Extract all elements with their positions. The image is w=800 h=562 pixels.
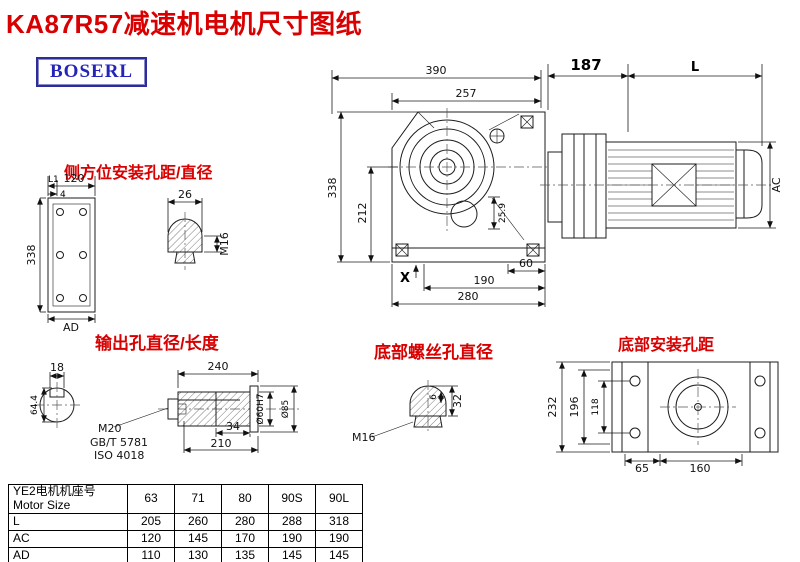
size-header-cell: 90S: [268, 484, 316, 514]
dim-6: 6: [429, 394, 439, 400]
bottom-mount-view: [556, 361, 779, 466]
table-row-AD: AD 110 130 135 145 145: [8, 546, 363, 562]
table-cell: 130: [174, 546, 222, 562]
dim-M16-side: M16: [218, 232, 231, 256]
dim-AC: AC: [770, 177, 783, 192]
table-header-motor-size: YE2电机机座号 Motor Size: [8, 484, 128, 514]
label-side-mount: 侧方位安装孔距/直径: [64, 165, 213, 182]
standard-gb: GB/T 5781: [90, 436, 148, 449]
table-header-row: YE2电机机座号 Motor Size 63 71 80 90S 90L: [8, 484, 363, 514]
dim-bore-60H7: Ø60H7: [255, 393, 266, 424]
mount-plate-outline: [47, 197, 96, 313]
gearbox-outline: [391, 111, 546, 263]
table-cell: 288: [268, 512, 316, 531]
thread-M20: M20: [98, 422, 122, 435]
label-bottom-mount: 底部安装孔距: [618, 337, 715, 354]
dim-60: 60: [519, 257, 533, 270]
dim-280: 280: [458, 290, 479, 303]
table-row-AC: AC 120 145 170 190 190: [8, 529, 363, 548]
bottom-mount-dimension-lines: [556, 361, 743, 466]
dim-196: 196: [568, 397, 581, 418]
row-label: AC: [8, 529, 128, 548]
table-cell: 135: [221, 546, 269, 562]
dim-160: 160: [690, 462, 711, 475]
dim-L: L: [691, 60, 699, 75]
size-header-cell: 80: [221, 484, 269, 514]
bolt-symbols: [395, 115, 540, 257]
dim-25-9: 25.9: [498, 203, 508, 223]
dim-4: 4: [60, 190, 66, 200]
size-header-cell: 63: [127, 484, 175, 514]
row-label: AD: [8, 546, 128, 562]
main-dimension-lines: [331, 64, 776, 307]
dim-257: 257: [456, 87, 477, 100]
dim-26: 26: [178, 188, 192, 201]
thread-M16-bottom: M16: [352, 431, 376, 444]
table-cell: 205: [127, 512, 175, 531]
dim-65: 65: [635, 462, 649, 475]
dim-85: Ø85: [280, 400, 291, 419]
side-mount-dimension-lines: [37, 176, 222, 323]
drawing-canvas: 390 257 187 L 338 212 25.9 60 190 280 AC…: [25, 56, 783, 475]
size-header-cell: 90L: [315, 484, 363, 514]
size-header-cell: 71: [174, 484, 222, 514]
dim-232: 232: [546, 397, 559, 418]
shaft-section: [177, 391, 251, 427]
dim-210: 210: [211, 437, 232, 450]
brand-logo: BOSERL: [36, 57, 148, 87]
dim-118: 118: [591, 398, 601, 415]
dim-34: 34: [226, 420, 240, 433]
dim-338-side: 338: [25, 245, 38, 266]
dim-18: 18: [50, 361, 64, 374]
table-cell: 145: [174, 529, 222, 548]
lower-bore-circle: [450, 200, 478, 228]
table-cell: 190: [268, 529, 316, 548]
dim-L1: L1: [48, 175, 59, 185]
dim-240: 240: [208, 360, 229, 373]
brand-logo-text: BOSERL: [50, 61, 134, 82]
side-mount-view: [37, 176, 222, 323]
label-output-hole: 输出孔直径/长度: [95, 334, 219, 353]
table-cell: 145: [268, 546, 316, 562]
page-title: KA87R57减速机电机尺寸图纸: [6, 9, 363, 39]
table-header-line2: Motor Size: [13, 497, 71, 512]
dim-338-main: 338: [326, 178, 339, 199]
table-header-line1: YE2电机机座号: [13, 484, 96, 498]
shaft-end-washer: [249, 385, 259, 433]
table-cell: 190: [315, 529, 363, 548]
dim-187: 187: [570, 56, 601, 74]
motor-side-view: [388, 108, 772, 239]
motor-size-table: YE2电机机座号 Motor Size 63 71 80 90S 90L L 2…: [8, 484, 363, 562]
table-cell: 120: [127, 529, 175, 548]
standard-iso: ISO 4018: [94, 449, 144, 462]
table-cell: 110: [127, 546, 175, 562]
dim-64-4: 64.4: [30, 395, 40, 415]
base-outline: [611, 361, 779, 453]
label-bottom-screw: 底部螺丝孔直径: [374, 343, 493, 362]
motor-end-cap: [735, 149, 763, 219]
screw-dimension-lines: [371, 385, 458, 438]
table-cell: 170: [221, 529, 269, 548]
table-cell: 280: [221, 512, 269, 531]
table-cell: 260: [174, 512, 222, 531]
output-dimension-lines: [41, 370, 298, 453]
table-cell: 145: [315, 546, 363, 562]
datum-x-mark: X: [400, 271, 410, 286]
dim-32: 32: [451, 394, 464, 408]
dim-AD: AD: [63, 321, 79, 334]
dim-390: 390: [426, 64, 447, 77]
table-row-L: L 205 260 280 288 318: [8, 512, 363, 531]
row-label: L: [8, 512, 128, 531]
gearbox-side-view: [391, 111, 546, 263]
dim-212: 212: [356, 203, 369, 224]
output-shaft-view: [34, 370, 300, 453]
bottom-screw-view: [371, 380, 458, 438]
dim-120: 120: [64, 172, 85, 185]
dim-190: 190: [474, 274, 495, 287]
table-cell: 318: [315, 512, 363, 531]
